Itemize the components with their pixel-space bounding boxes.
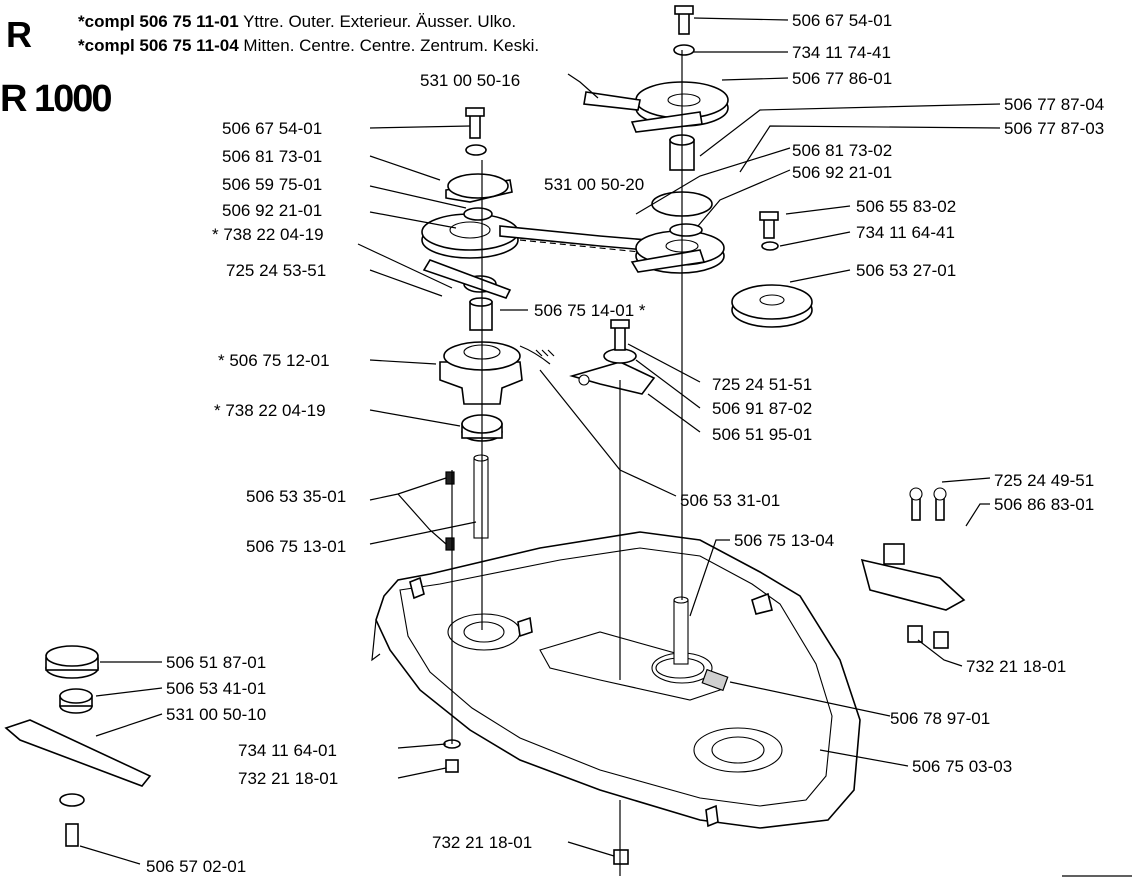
label-506-92-21-01-left: 506 92 21-01	[222, 201, 322, 220]
left-spindle-shaft	[445, 454, 489, 551]
leader-lines	[79, 17, 1001, 865]
label-506-81-73-02: 506 81 73-02	[792, 141, 892, 160]
label-738-22-04-19-lower: * 738 22 04-19	[214, 401, 326, 420]
blade-assembly	[4, 645, 152, 847]
label-734-11-74-41: 734 11 74-41	[792, 43, 891, 62]
part-labels: 506 67 54-01 734 11 74-41 531 00 50-16 5…	[146, 11, 1104, 876]
label-506-51-95-01: 506 51 95-01	[712, 425, 812, 444]
label-732-21-18-01-right: 732 21 18-01	[966, 657, 1066, 676]
header-line-centre: *compl 506 75 11-04 Mitten. Centre. Cent…	[78, 36, 539, 56]
label-506-77-87-04: 506 77 87-04	[1004, 95, 1104, 114]
label-506-53-31-01: 506 53 31-01	[680, 491, 780, 510]
label-725-24-51-51: 725 24 51-51	[712, 375, 812, 394]
label-506-77-87-03: 506 77 87-03	[1004, 119, 1104, 138]
label-506-53-35-01: 506 53 35-01	[246, 487, 346, 506]
label-506-77-86-01: 506 77 86-01	[792, 69, 892, 88]
label-738-22-04-19-upper: * 738 22 04-19	[212, 225, 324, 244]
outer-pulley	[731, 211, 813, 328]
label-725-24-53-51: 725 24 53-51	[226, 261, 326, 280]
deck-fasteners	[443, 739, 629, 865]
header-line-outer: *compl 506 75 11-01 Yttre. Outer. Exteri…	[78, 12, 516, 32]
centre-spindle	[655, 596, 705, 679]
label-732-21-18-01-bottom: 732 21 18-01	[432, 833, 532, 852]
label-506-92-21-01-right: 506 92 21-01	[792, 163, 892, 182]
mower-deck	[371, 531, 861, 829]
spindle-housing	[439, 275, 523, 442]
label-734-11-64-41: 734 11 64-41	[856, 223, 955, 242]
label-506-57-02-01: 506 57 02-01	[146, 857, 246, 876]
label-506-75-12-01: * 506 75 12-01	[218, 351, 330, 370]
label-506-67-54-01-top: 506 67 54-01	[792, 11, 892, 30]
section-letter: R	[6, 14, 32, 55]
model-title: R 1000	[0, 78, 113, 120]
right-pulley	[583, 5, 729, 274]
label-506-75-13-04: 506 75 13-04	[734, 531, 834, 550]
label-506-91-87-02: 506 91 87-02	[712, 399, 812, 418]
label-734-11-64-01: 734 11 64-01	[238, 741, 337, 760]
label-506-67-54-01-left: 506 67 54-01	[222, 119, 322, 138]
label-506-53-41-01: 506 53 41-01	[166, 679, 266, 698]
label-506-75-13-01: 506 75 13-01	[246, 537, 346, 556]
centre-kit-code: *compl 506 75 11-04	[78, 36, 239, 55]
outer-kit-text: Yttre. Outer. Exterieur. Äusser. Ulko.	[243, 12, 517, 31]
mount-bracket	[860, 487, 966, 649]
label-531-00-50-20: 531 00 50-20	[544, 175, 644, 194]
label-531-00-50-16: 531 00 50-16	[420, 71, 520, 90]
label-506-78-97-01: 506 78 97-01	[890, 709, 990, 728]
alignment-lines	[451, 50, 683, 876]
label-531-00-50-10: 531 00 50-10	[166, 705, 266, 724]
label-506-59-75-01: 506 59 75-01	[222, 175, 322, 194]
label-506-53-27-01: 506 53 27-01	[856, 261, 956, 280]
drive-belt	[499, 225, 649, 253]
label-506-51-87-01: 506 51 87-01	[166, 653, 266, 672]
left-pulley	[421, 107, 519, 299]
idler-assembly	[519, 319, 656, 395]
label-732-21-18-01-mid: 732 21 18-01	[238, 769, 338, 788]
label-506-81-73-01: 506 81 73-01	[222, 147, 322, 166]
label-506-86-83-01: 506 86 83-01	[994, 495, 1094, 514]
label-506-75-03-03: 506 75 03-03	[912, 757, 1012, 776]
outer-kit-code: *compl 506 75 11-01	[78, 12, 239, 31]
centre-kit-text: Mitten. Centre. Centre. Zentrum. Keski.	[243, 36, 540, 55]
label-725-24-49-51: 725 24 49-51	[994, 471, 1094, 490]
label-506-75-14-01: 506 75 14-01 *	[534, 301, 646, 320]
label-506-55-83-02: 506 55 83-02	[856, 197, 956, 216]
